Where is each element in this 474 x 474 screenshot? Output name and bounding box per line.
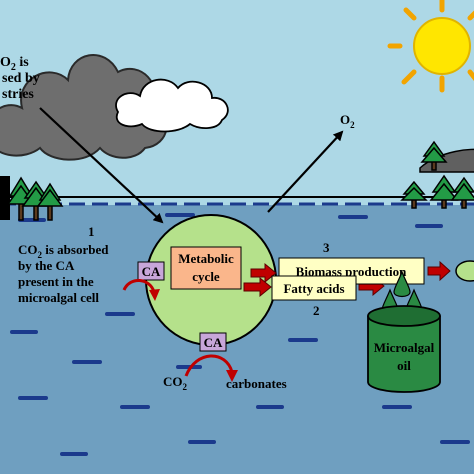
water-ripples (10, 213, 470, 456)
carbonate-arrowhead (226, 370, 238, 382)
white-cloud (115, 78, 229, 133)
step1-line4: microalgal cell (18, 290, 99, 305)
biomass-out-arrow (427, 260, 451, 282)
cloud-text-line2: sed by (2, 71, 40, 86)
o2-label: O2 (340, 112, 355, 130)
o2-release-arrow (267, 130, 344, 213)
ca-absorb-arrowhead (149, 289, 160, 301)
pollution-cloud: O2 is sed by stries (0, 54, 168, 161)
microalgal-oil-tank: Microalgal oil (367, 305, 441, 393)
fatty-acids-label: Fatty acids (283, 281, 344, 296)
fatty-acids-box (271, 275, 357, 301)
step1-line3: present in the (18, 274, 94, 289)
factory-chimney (0, 176, 10, 220)
ca-absorb-curved-arrow (122, 279, 156, 293)
step1-number: 1 (88, 224, 95, 239)
biomass-arrow (250, 262, 277, 284)
ca-top-label: CA (142, 264, 161, 279)
cloud-text-line1: O2 is (0, 55, 29, 73)
biomass-label: Biomass production (296, 264, 407, 279)
trees-left (0, 176, 64, 221)
ca-box-top (137, 261, 165, 281)
cloud-text-line3: stries (2, 87, 34, 102)
ca-bottom-label: CA (204, 335, 223, 350)
biomass-cell-icon (455, 260, 474, 282)
trees-right (400, 140, 474, 209)
step1-description: 1 CO2 is absorbed by the CA present in t… (18, 224, 109, 305)
metabolic-line1: Metabolic (178, 251, 234, 266)
carbonate-curved-arrow (184, 354, 234, 377)
step1-line2: by the CA (18, 258, 75, 273)
sun-icon (387, 0, 474, 93)
fatty-acids-arrow (243, 276, 272, 298)
fatty-acids-number: 2 (313, 303, 320, 318)
ca-box-bottom (199, 332, 227, 352)
co2-inflow-arrow (39, 107, 164, 224)
carbonates-label: carbonates (226, 376, 287, 391)
metabolic-cycle-box (170, 246, 242, 290)
metabolic-line2: cycle (192, 269, 220, 284)
co2-bottom-label: CO2 (163, 374, 188, 392)
step1-line1: CO2 is absorbed (18, 242, 109, 260)
tank-line2: oil (397, 358, 411, 373)
biomass-number: 3 (323, 240, 330, 255)
tank-line1: Microalgal (374, 340, 435, 355)
